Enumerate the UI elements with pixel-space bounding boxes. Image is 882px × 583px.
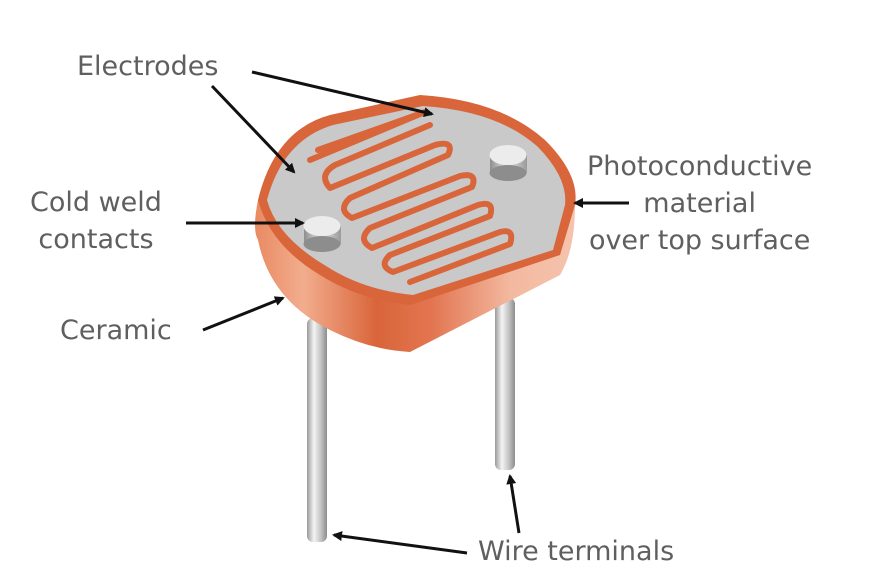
arrow-electrodes-left xyxy=(210,84,296,174)
label-electrodes: Electrodes xyxy=(77,48,218,85)
label-photo-line-1: Photoconductive xyxy=(587,151,813,182)
arrow-wire-left xyxy=(332,531,468,555)
label-electrodes-text: Electrodes xyxy=(77,51,219,82)
label-cold-weld-line-1: Cold weld xyxy=(30,187,162,218)
label-ceramic-text: Ceramic xyxy=(60,315,172,346)
label-cold-weld-contacts: Cold weld contacts xyxy=(30,184,162,258)
wire-terminals xyxy=(307,298,515,542)
arrow-electrodes-right xyxy=(251,70,434,118)
arrow-wire-right xyxy=(506,474,521,534)
cold-weld-contact-right xyxy=(489,145,527,181)
label-photo-line-2: material xyxy=(643,188,756,219)
arrow-ceramic xyxy=(202,296,285,332)
label-photoconductive-material: Photoconductive material over top surfac… xyxy=(587,148,812,259)
label-ceramic: Ceramic xyxy=(60,312,172,349)
electrodes-serpentine xyxy=(307,109,515,285)
callout-arrows xyxy=(186,70,629,555)
label-cold-weld-line-2: contacts xyxy=(38,224,154,255)
cold-weld-contact-left xyxy=(303,216,341,252)
label-wire-terminals-text: Wire terminals xyxy=(478,536,675,567)
label-photo-line-3: over top surface xyxy=(588,225,811,256)
left-wire-terminal xyxy=(307,318,327,542)
label-wire-terminals: Wire terminals xyxy=(478,533,674,570)
right-wire-terminal xyxy=(495,298,515,470)
cold-weld-contacts xyxy=(303,145,527,252)
